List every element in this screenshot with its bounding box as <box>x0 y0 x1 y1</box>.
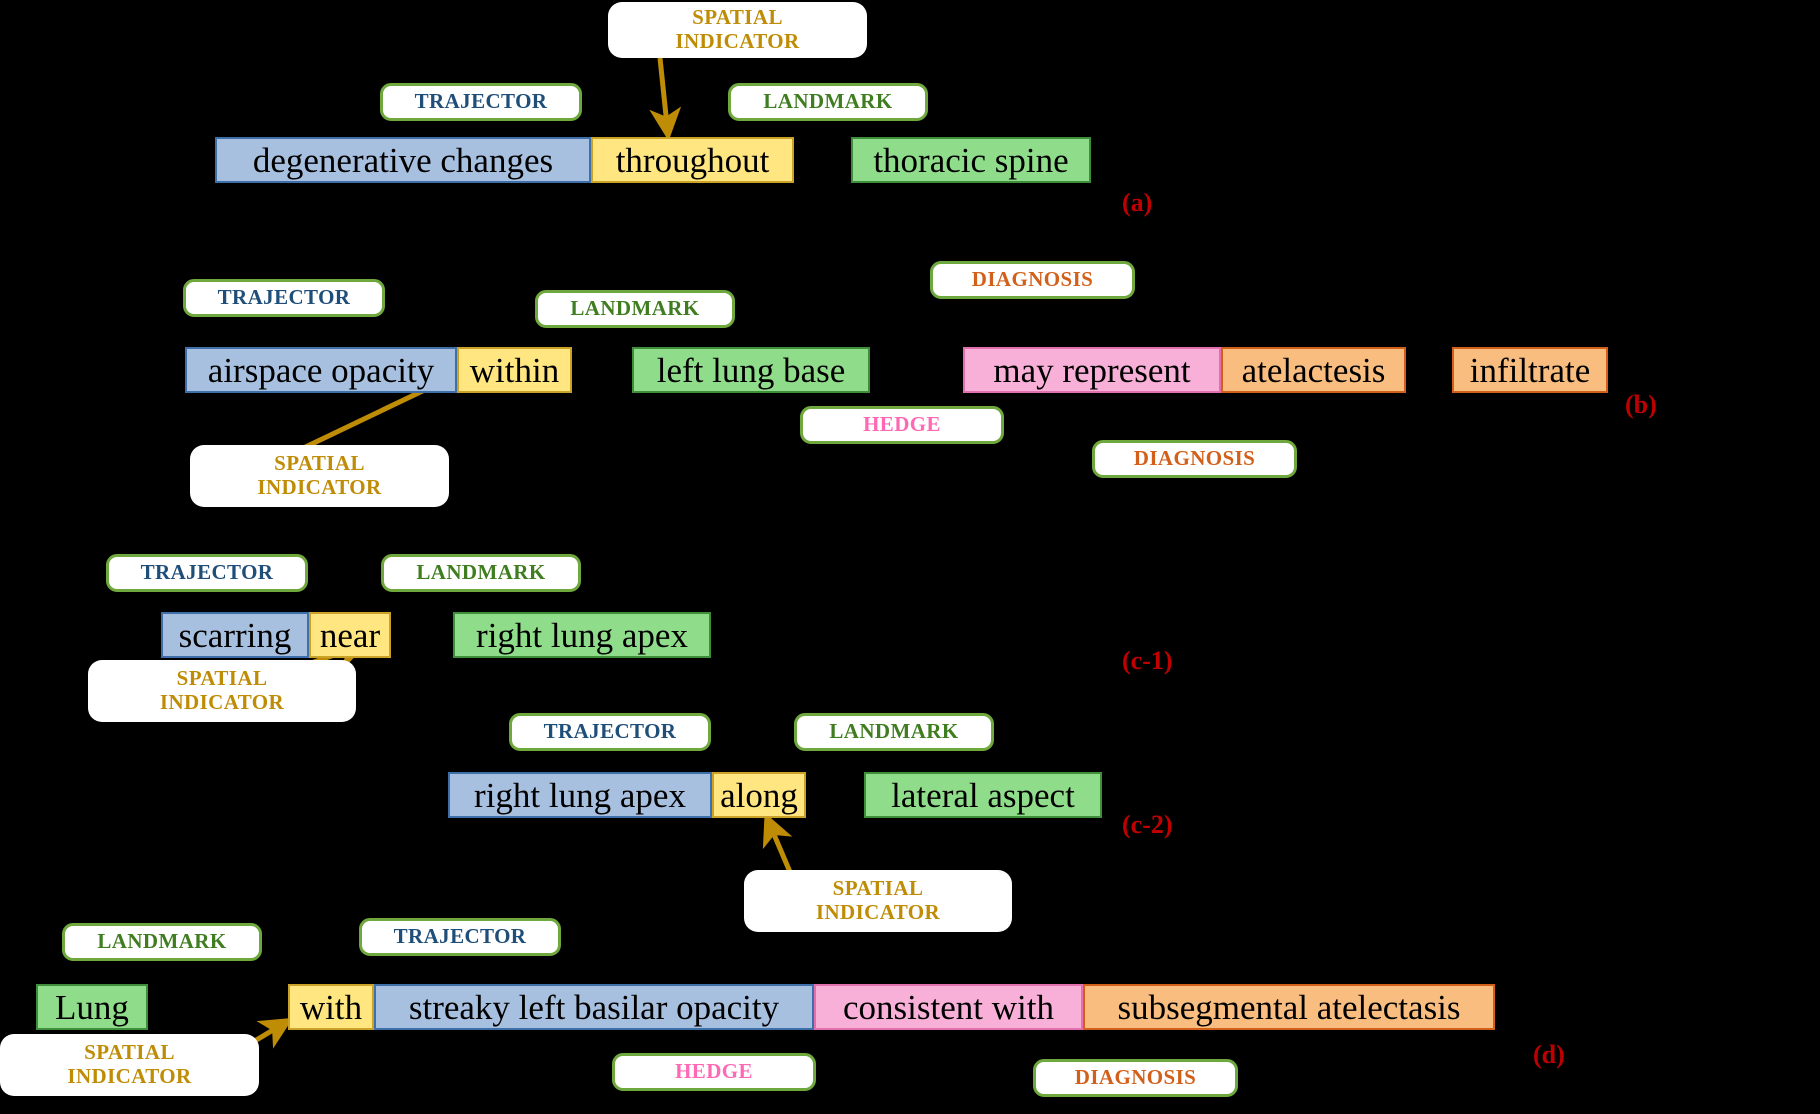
label-spatial-indicator-c2: SPATIAL INDICATOR <box>744 870 1012 932</box>
label-trajector-c1: TRAJECTOR <box>106 554 308 592</box>
token-text: near <box>319 615 381 655</box>
token-diagnosis-d: subsegmental atelectasis <box>1083 984 1495 1030</box>
label-line-2: INDICATOR <box>159 690 285 714</box>
label-text: TRAJECTOR <box>140 560 274 585</box>
label-spatial-indicator-d: SPATIAL INDICATOR <box>0 1034 259 1096</box>
label-text: LANDMARK <box>763 89 893 114</box>
label-landmark-d: LANDMARK <box>62 923 262 961</box>
label-text: LANDMARK <box>829 719 959 744</box>
token-spatial-c1: near <box>309 612 391 658</box>
label-landmark-c2: LANDMARK <box>794 713 994 751</box>
label-text: DIAGNOSIS <box>971 267 1094 292</box>
label-text: HEDGE <box>863 412 941 437</box>
label-text: DIAGNOSIS <box>1133 446 1256 471</box>
label-line-1: SPATIAL <box>274 451 365 476</box>
label-spatial-indicator-b: SPATIAL INDICATOR <box>190 445 449 507</box>
token-text: right lung apex <box>474 775 686 815</box>
token-hedge-d: consistent with <box>814 984 1083 1030</box>
token-text: scarring <box>178 615 292 655</box>
label-spatial-indicator-c1: SPATIAL INDICATOR <box>88 660 356 722</box>
token-trajector-d: streaky left basilar opacity <box>374 984 814 1030</box>
token-text: subsegmental atelectasis <box>1117 987 1461 1027</box>
token-text: with <box>299 987 363 1027</box>
caption-c2: (c-2) <box>1122 810 1173 839</box>
token-text: along <box>720 775 798 815</box>
token-text: thoracic spine <box>873 140 1069 180</box>
label-line-1: SPATIAL <box>832 876 924 901</box>
token-text: throughout <box>615 140 770 180</box>
label-text: TRAJECTOR <box>217 285 351 310</box>
label-line-2: INDICATOR <box>67 1064 192 1088</box>
label-text: TRAJECTOR <box>414 89 548 114</box>
token-hedge-b: may represent <box>963 347 1221 393</box>
token-landmark-d: Lung <box>36 984 148 1030</box>
arrow-spatial-c2 <box>762 812 793 873</box>
token-text: streaky left basilar opacity <box>408 987 780 1027</box>
label-text: LANDMARK <box>97 929 227 954</box>
label-line-2: INDICATOR <box>675 29 800 53</box>
token-trajector-b: airspace opacity <box>185 347 457 393</box>
label-text: LANDMARK <box>416 560 546 585</box>
token-text: lateral aspect <box>891 775 1075 815</box>
token-text: within <box>469 350 560 390</box>
label-diagnosis-d: DIAGNOSIS <box>1033 1059 1238 1097</box>
label-diagnosis-b-2: DIAGNOSIS <box>1092 440 1297 478</box>
token-landmark-b: left lung base <box>632 347 870 393</box>
label-hedge-b: HEDGE <box>800 406 1004 444</box>
label-line-1: SPATIAL <box>84 1040 175 1065</box>
label-text: TRAJECTOR <box>393 924 527 949</box>
token-spatial-a: throughout <box>591 137 794 183</box>
token-text: airspace opacity <box>207 350 435 390</box>
label-trajector-d: TRAJECTOR <box>359 918 561 956</box>
token-landmark-a: thoracic spine <box>851 137 1091 183</box>
token-text: atelactesis <box>1241 350 1386 390</box>
label-line-2: INDICATOR <box>257 475 382 499</box>
label-trajector-c2: TRAJECTOR <box>509 713 711 751</box>
token-text: may represent <box>993 350 1191 390</box>
label-line-1: SPATIAL <box>692 5 783 30</box>
label-diagnosis-b-1: DIAGNOSIS <box>930 261 1135 299</box>
caption-d: (d) <box>1533 1040 1565 1069</box>
label-text: LANDMARK <box>570 296 700 321</box>
label-text: DIAGNOSIS <box>1074 1065 1197 1090</box>
token-diagnosis-b-1: atelactesis <box>1221 347 1406 393</box>
label-landmark-b: LANDMARK <box>535 290 735 328</box>
token-diagnosis-b-2: infiltrate <box>1452 347 1608 393</box>
token-landmark-c1: right lung apex <box>453 612 711 658</box>
token-text: consistent with <box>843 987 1054 1027</box>
caption-b: (b) <box>1625 390 1657 419</box>
token-trajector-a: degenerative changes <box>215 137 591 183</box>
label-landmark-a: LANDMARK <box>728 83 928 121</box>
token-landmark-c2: lateral aspect <box>864 772 1102 818</box>
caption-c1: (c-1) <box>1122 646 1173 675</box>
label-landmark-c1: LANDMARK <box>381 554 581 592</box>
label-trajector-a: TRAJECTOR <box>380 83 582 121</box>
label-trajector-b: TRAJECTOR <box>183 279 385 317</box>
token-spatial-b: within <box>457 347 572 393</box>
token-trajector-c1: scarring <box>161 612 309 658</box>
label-hedge-d: HEDGE <box>612 1053 816 1091</box>
label-spatial-indicator-a: SPATIAL INDICATOR <box>608 2 867 58</box>
label-line-2: INDICATOR <box>815 900 941 924</box>
token-text: right lung apex <box>476 615 688 655</box>
label-text: HEDGE <box>675 1059 753 1084</box>
token-text: left lung base <box>656 350 846 390</box>
token-text: Lung <box>55 987 129 1027</box>
caption-a: (a) <box>1122 188 1153 217</box>
label-line-1: SPATIAL <box>176 666 268 691</box>
arrow-spatial-a <box>649 57 682 141</box>
token-spatial-d: with <box>288 984 374 1030</box>
token-spatial-c2: along <box>712 772 806 818</box>
token-text: infiltrate <box>1469 350 1591 390</box>
label-text: TRAJECTOR <box>543 719 677 744</box>
token-trajector-c2: right lung apex <box>448 772 712 818</box>
token-text: degenerative changes <box>252 140 554 180</box>
